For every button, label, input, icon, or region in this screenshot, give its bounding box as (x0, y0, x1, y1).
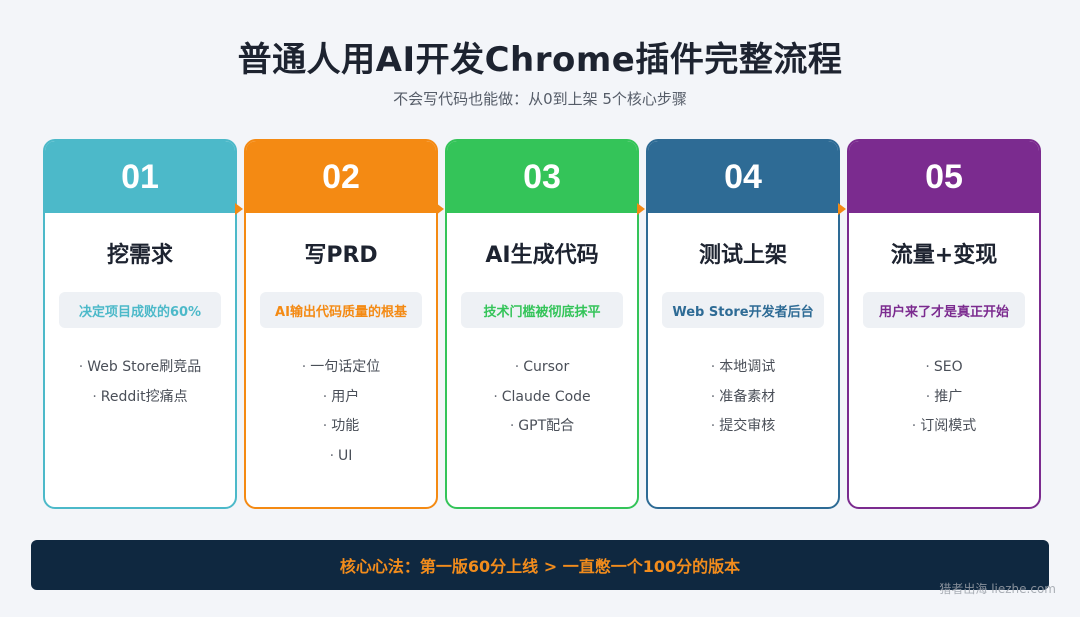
bullet-icon: · (92, 388, 97, 405)
list-item: ·提交审核 (648, 412, 838, 442)
step-item-list: ·本地调试·准备素材·提交审核 (648, 353, 838, 442)
core-principle-banner: 核心心法：第一版60分上线 > 一直憋一个100分的版本 (31, 540, 1049, 590)
bullet-icon: · (514, 359, 520, 375)
list-item-text: GPT配合 (518, 418, 575, 434)
list-item: ·GPT配合 (447, 412, 637, 442)
bullet-icon: · (925, 388, 931, 405)
bullet-icon: · (509, 418, 515, 434)
step-item-list: ·SEO·推广·订阅模式 (849, 353, 1039, 442)
list-item: ·推广 (849, 383, 1039, 413)
list-item: ·功能 (246, 412, 436, 442)
step-title: 流量+变现 (890, 243, 998, 268)
list-item-text: Web Store刷竞品 (87, 359, 202, 375)
bullet-icon: · (322, 418, 328, 434)
step-tag: AI输出代码质量的根基 (260, 292, 422, 328)
step-item-list: ·Web Store刷竞品·Reddit挖痛点 (45, 353, 235, 412)
list-item: ·用户 (246, 383, 436, 413)
step-number: 05 (849, 141, 1039, 213)
list-item: ·准备素材 (648, 383, 838, 413)
bullet-icon: · (329, 447, 335, 464)
list-item: ·Cursor (447, 353, 637, 383)
step-tag: 决定项目成败的60% (59, 292, 221, 328)
bullet-icon: · (710, 418, 716, 434)
step-number: 02 (246, 141, 436, 213)
list-item: ·Reddit挖痛点 (45, 383, 235, 413)
list-item-text: 推广 (934, 388, 963, 405)
step-item-list: ·一句话定位·用户·功能·UI (246, 353, 436, 471)
watermark: 猎者出海 liezhe.com (939, 582, 1056, 596)
list-item-text: 准备素材 (719, 388, 776, 405)
bullet-icon: · (301, 359, 307, 375)
list-item: ·SEO (849, 353, 1039, 383)
list-item: ·一句话定位 (246, 353, 436, 383)
list-item-text: 本地调试 (719, 359, 776, 375)
list-item-text: UI (338, 447, 353, 464)
list-item: ·UI (246, 442, 436, 472)
step-tag: Web Store开发者后台 (662, 292, 824, 328)
list-item-text: 功能 (331, 418, 360, 434)
bullet-icon: · (710, 388, 716, 405)
step-tag: 用户来了才是真正开始 (863, 292, 1025, 328)
bullet-icon: · (322, 388, 328, 405)
step-title: AI生成代码 (485, 243, 599, 268)
arrow-right-icon (436, 203, 444, 215)
list-item-text: SEO (933, 359, 963, 375)
list-item: ·订阅模式 (849, 412, 1039, 442)
step-title: 挖需求 (106, 243, 173, 268)
page-subtitle: 不会写代码也能做：从0到上架 5个核心步骤 (393, 90, 687, 108)
list-item: ·Claude Code (447, 383, 637, 413)
step-number: 03 (447, 141, 637, 213)
list-item: ·Web Store刷竞品 (45, 353, 235, 383)
list-item-text: 用户 (331, 388, 360, 405)
bullet-icon: · (493, 388, 498, 405)
bullet-icon: · (710, 359, 716, 375)
bullet-icon: · (78, 359, 84, 375)
list-item-text: Reddit挖痛点 (100, 388, 188, 405)
arrow-right-icon (838, 203, 846, 215)
step-item-list: ·Cursor·Claude Code·GPT配合 (447, 353, 637, 442)
arrow-right-icon (637, 203, 645, 215)
bullet-icon: · (911, 418, 917, 434)
banner-text: 核心心法：第一版60分上线 > 一直憋一个100分的版本 (339, 557, 741, 576)
step-title: 测试上架 (698, 243, 787, 268)
list-item-text: Cursor (523, 359, 570, 375)
list-item: ·本地调试 (648, 353, 838, 383)
step-number: 01 (45, 141, 235, 213)
page-title: 普通人用AI开发Chrome插件完整流程 (237, 40, 843, 80)
list-item-text: 提交审核 (719, 418, 776, 434)
arrow-right-icon (235, 203, 243, 215)
list-item-text: 订阅模式 (920, 418, 977, 434)
step-number: 04 (648, 141, 838, 213)
step-tag: 技术门槛被彻底抹平 (461, 292, 623, 328)
list-item-text: Claude Code (501, 388, 591, 405)
list-item-text: 一句话定位 (310, 359, 381, 375)
bullet-icon: · (925, 359, 930, 375)
step-title: 写PRD (304, 243, 378, 268)
